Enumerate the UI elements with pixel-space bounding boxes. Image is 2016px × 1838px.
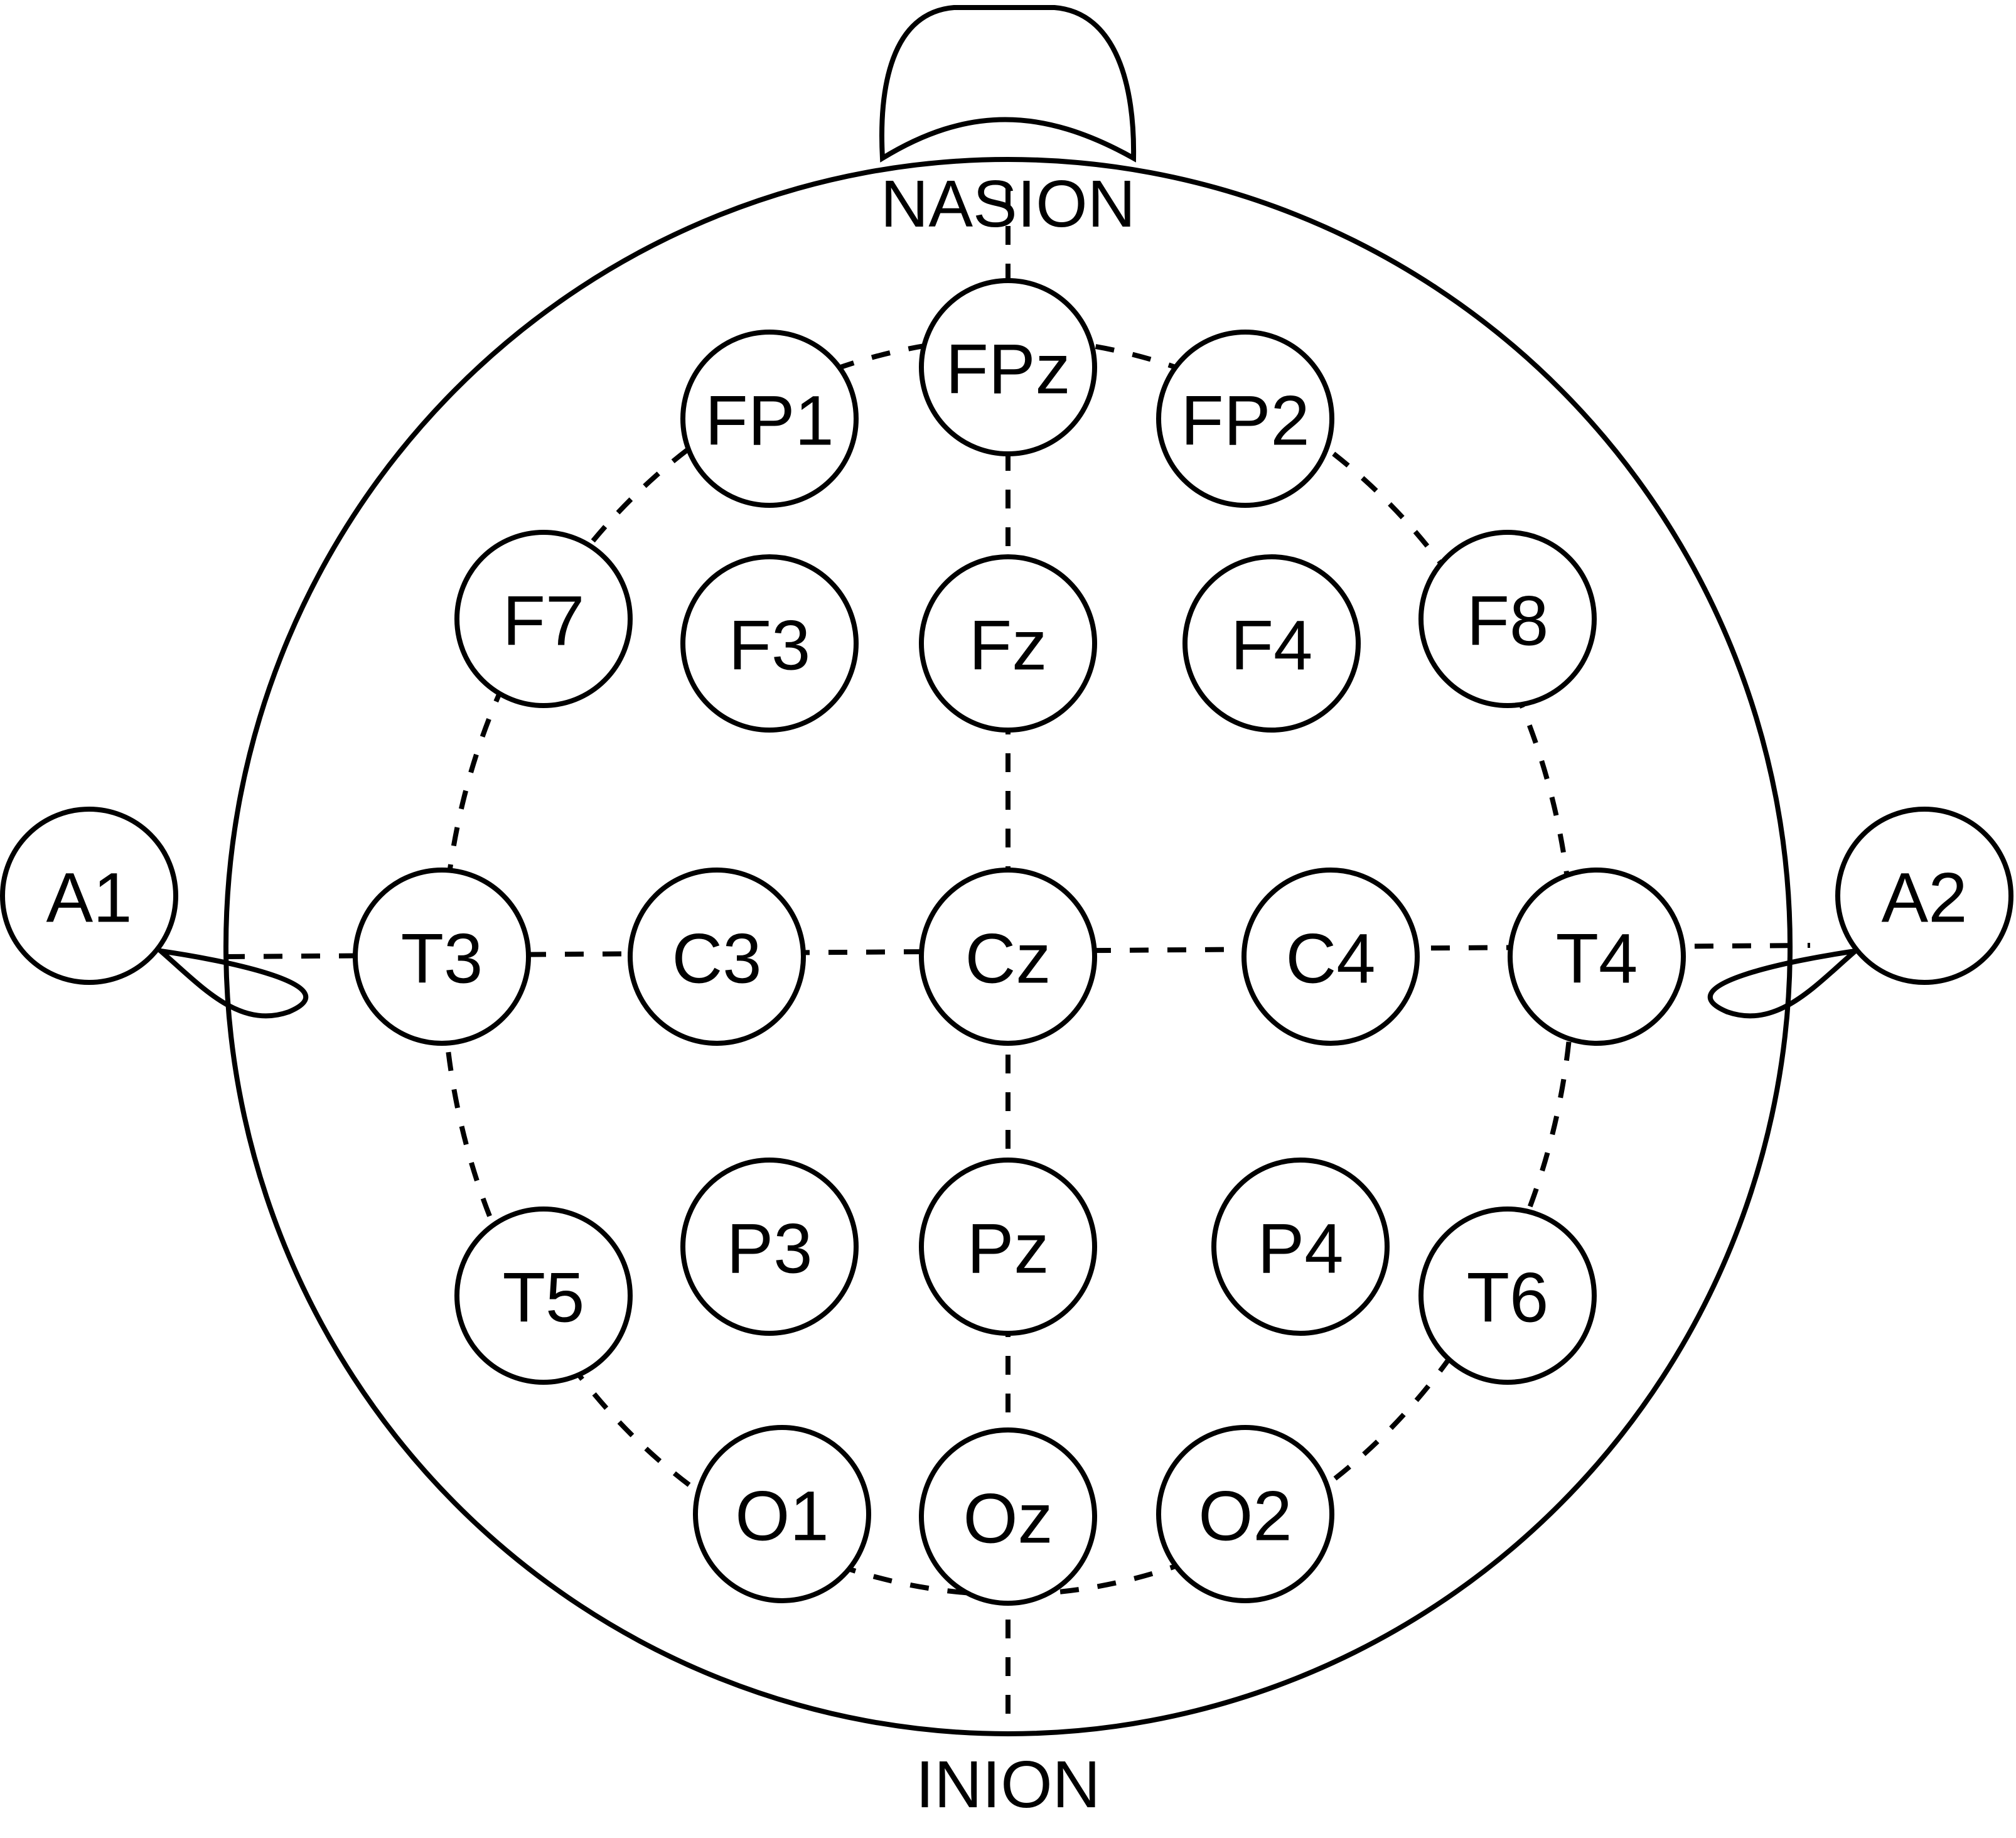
electrode-o1-label: O1 [735, 1477, 828, 1556]
electrode-o2: O2 [1156, 1425, 1334, 1603]
electrode-p3: P3 [680, 1158, 859, 1336]
electrode-o2-label: O2 [1198, 1477, 1292, 1556]
electrode-fz: Fz [919, 554, 1097, 733]
inion-label: INION [916, 1748, 1100, 1822]
electrode-a1-label: A1 [46, 859, 132, 937]
electrode-pz-label: Pz [967, 1210, 1049, 1288]
electrode-fp1: FP1 [680, 330, 859, 508]
electrode-pz: Pz [919, 1158, 1097, 1336]
electrode-oz: Oz [919, 1427, 1097, 1606]
electrode-a1: A1 [0, 807, 178, 985]
electrode-t5-label: T5 [503, 1259, 585, 1337]
electrode-p4: P4 [1211, 1158, 1390, 1336]
electrode-p3-label: P3 [727, 1210, 813, 1288]
electrode-cz-label: Cz [965, 920, 1051, 998]
nose-outline [879, 5, 1137, 163]
electrode-f4: F4 [1182, 554, 1361, 733]
electrode-o1: O1 [693, 1425, 871, 1603]
electrodes: FPz FP1 FP2 F7 F3 Fz F4 F8 [0, 278, 2013, 1606]
electrode-fp2: FP2 [1156, 330, 1334, 508]
electrode-t3: T3 [353, 868, 531, 1046]
electrode-a2: A2 [1835, 807, 2013, 985]
electrode-fz-label: Fz [969, 606, 1047, 685]
electrode-f8-label: F8 [1467, 582, 1549, 660]
right-ear-outline [1707, 947, 1864, 1019]
left-ear-outline [152, 947, 309, 1019]
electrode-f7-label: F7 [503, 582, 585, 660]
electrode-f8: F8 [1418, 530, 1597, 708]
electrode-t6-label: T6 [1467, 1259, 1549, 1337]
electrode-c4: C4 [1241, 868, 1420, 1046]
electrode-p4-label: P4 [1258, 1210, 1344, 1288]
electrode-c3: C3 [628, 868, 806, 1046]
electrode-fpz: FPz [919, 278, 1097, 456]
electrode-c4-label: C4 [1285, 920, 1375, 998]
electrode-f7: F7 [454, 530, 633, 708]
electrode-f3: F3 [680, 554, 859, 733]
electrode-c3-label: C3 [672, 920, 761, 998]
electrode-f4-label: F4 [1231, 606, 1313, 685]
electrode-f3-label: F3 [729, 606, 811, 685]
electrode-fpz-label: FPz [945, 330, 1070, 409]
nasion-label: NASION [881, 167, 1135, 241]
electrode-t5: T5 [454, 1207, 633, 1385]
electrode-t6: T6 [1418, 1207, 1597, 1385]
electrode-fp2-label: FP2 [1181, 382, 1309, 460]
electrode-oz-label: Oz [963, 1480, 1053, 1558]
electrode-cz: Cz [919, 868, 1097, 1046]
electrode-a2-label: A2 [1882, 859, 1968, 937]
electrode-t3-label: T3 [401, 920, 483, 998]
electrode-t4: T4 [1508, 868, 1686, 1046]
electrode-fp1-label: FP1 [705, 382, 834, 460]
electrode-t4-label: T4 [1556, 920, 1638, 998]
